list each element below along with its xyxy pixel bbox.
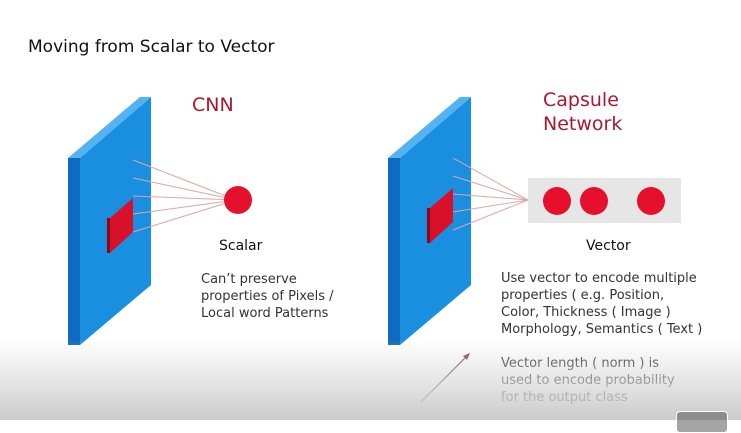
capsule-connections	[452, 157, 529, 231]
cnn-feature-map	[68, 97, 151, 345]
video-control-box[interactable]	[676, 411, 728, 433]
slide: Moving from Scalar to Vector	[0, 37, 741, 433]
vector-node-1	[543, 187, 571, 215]
scalar-node	[224, 186, 252, 214]
capsule-feature-map	[388, 97, 471, 345]
slide-title: Moving from Scalar to Vector	[28, 37, 275, 57]
norm-arrow	[420, 353, 470, 403]
cnn-heading: CNN	[192, 94, 234, 116]
diagram-art	[68, 97, 681, 403]
capsule-heading: Capsule Network	[543, 89, 623, 135]
cnn-description: Can’t preserve properties of Pixels / Lo…	[201, 272, 334, 321]
norm-description: Vector length ( norm ) is used to encode…	[501, 356, 675, 405]
vector-label: Vector	[586, 238, 631, 254]
cnn-connections	[132, 159, 237, 233]
cnn-kernel	[110, 198, 133, 253]
vector-node-2	[580, 187, 608, 215]
vector-node-3	[637, 187, 665, 215]
scalar-label: Scalar	[219, 238, 263, 254]
cnn-kernel-side	[107, 218, 110, 253]
capsule-kernel-side	[427, 208, 430, 243]
capsule-kernel	[430, 188, 453, 243]
capsule-description: Use vector to encode multiple properties…	[501, 271, 703, 337]
